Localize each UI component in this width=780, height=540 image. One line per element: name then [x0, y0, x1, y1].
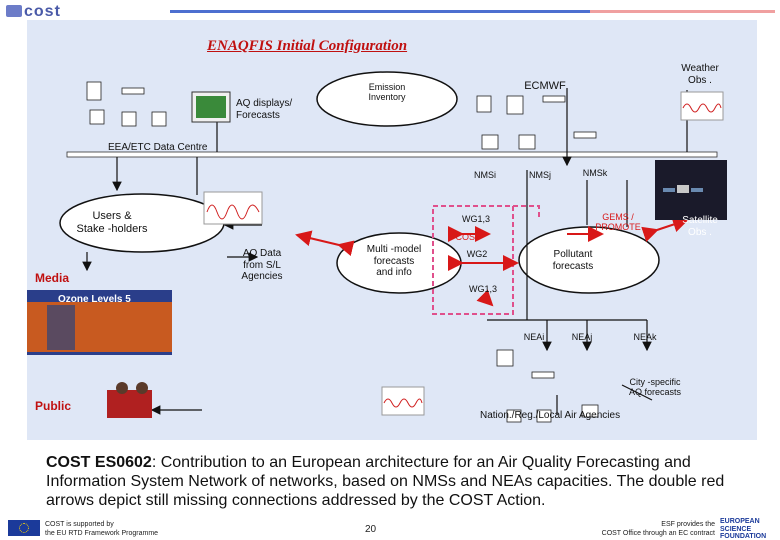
emission-inventory-label: Emission Inventory [368, 82, 406, 103]
gems-promote-label: GEMS / PROMOTE [595, 212, 641, 233]
public-group-icon [107, 382, 152, 418]
nea-j-label: NEAj [571, 332, 593, 342]
header-bar-accent [590, 10, 775, 13]
nms-i-label: NMSi [474, 170, 496, 180]
aq-displays-label: AQ displays/ Forecasts [236, 98, 293, 121]
wg13-top-label: WG1,3 [461, 214, 490, 224]
wg2-label: WG2 [466, 249, 488, 259]
footer-left-line2: the EU RTD Framework Programme [45, 530, 159, 538]
public-label: Public [35, 399, 72, 413]
figure-caption: COST ES0602: Contribution to an European… [46, 453, 756, 511]
satellite-obs-label: Satellite Obs . [682, 215, 718, 238]
tv-weather-image [27, 290, 172, 355]
weather-obs-label: Weather Obs . [681, 63, 719, 86]
footer-right: ESF provides the COST Office through an … [590, 520, 715, 538]
diagram-title: ENAQFIS Initial Configuration [207, 38, 408, 54]
pollutant-forecasts-label: Pollutant forecasts [552, 249, 594, 272]
footer-left-line1: COST is supported by [45, 521, 114, 528]
cost-logo-text: cost [24, 3, 61, 20]
satellite-icon [655, 160, 727, 220]
header-bar [170, 10, 590, 13]
media-label: Media [35, 271, 70, 285]
emission-inventory-ellipse [316, 71, 458, 127]
nms-k-label: NMSk [582, 168, 608, 178]
city-specific-label: City -specific AQ forecasts [628, 377, 682, 398]
ecmwf-label: ECMWF [524, 80, 566, 92]
nea-k-label: NEAk [633, 332, 657, 342]
nea-i-label: NEAi [523, 332, 545, 342]
footer-right-line1: ESF provides the [661, 521, 715, 528]
aq-data-label: AQ Data from S/L Agencies [241, 248, 283, 282]
ozone-banner-label: Ozone Levels 5 [58, 294, 131, 305]
cost-label: COST [455, 232, 481, 242]
cost-logo-icon [6, 5, 22, 17]
eea-etc-label: EEA/ETC Data Centre [108, 142, 208, 153]
footer-right-line2: COST Office through an EC contract [601, 530, 715, 538]
cost-magenta-box [432, 205, 514, 315]
users-stakeholders-label: Users & Stake -holders [76, 210, 148, 235]
cost-logo: cost [6, 3, 61, 21]
agencies-label: Nation./Reg./Local Air Agencies [480, 410, 621, 421]
caption-bold: COST ES0602 [46, 454, 152, 471]
computer-icons [86, 81, 599, 423]
eu-flag-icon [8, 520, 40, 536]
wg13-bottom-label: WG1,3 [468, 284, 497, 294]
footer-left: COST is supported by the EU RTD Framewor… [45, 520, 158, 538]
page-number: 20 [365, 524, 377, 535]
eea-etc-bus [66, 151, 718, 158]
esf-logo: EUROPEAN SCIENCE FOUNDATION [720, 518, 767, 540]
caption-text: : Contribution to an European architectu… [46, 454, 725, 510]
nms-j-label: NMSj [529, 170, 551, 180]
multi-model-label: Multi -model forecasts and info [366, 244, 422, 278]
cost-magenta-box-tab [513, 205, 540, 220]
missing-connection-arrows [295, 216, 689, 307]
aq-display-map-icon [196, 96, 226, 118]
waveform-charts [203, 91, 724, 416]
connector-lines [82, 88, 688, 415]
architecture-diagram [27, 71, 727, 423]
